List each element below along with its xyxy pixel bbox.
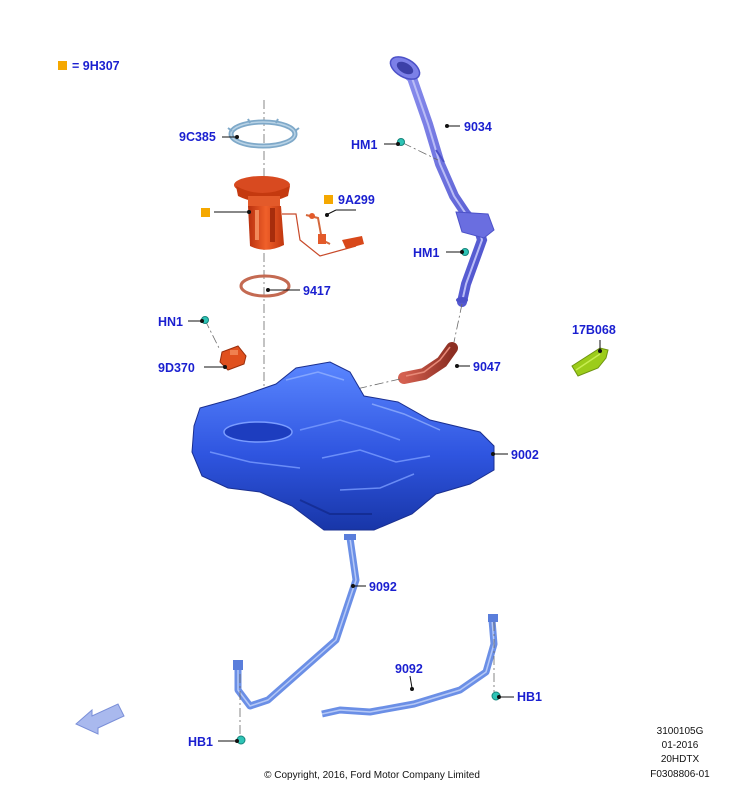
callout-hm1-bottom: HM1: [413, 246, 439, 260]
hm1-top-axis-line: [402, 142, 439, 161]
tank-strap-right-part: [321, 614, 498, 718]
filler-hose-part: [398, 342, 458, 384]
callout-9d370: 9D370: [158, 361, 195, 375]
doc-code-3: 20HDTX: [661, 754, 700, 765]
callout-9092-right: 9092: [395, 662, 423, 676]
copyright-text: © Copyright, 2016, Ford Motor Company Li…: [264, 770, 480, 781]
pump-module-marker: [201, 208, 210, 217]
callout-hb1-left: HB1: [188, 735, 213, 749]
fuel-level-sender-part: [282, 213, 364, 257]
lock-ring-part: [227, 118, 300, 149]
callout-9002: 9002: [511, 448, 539, 462]
direction-arrow-icon: [75, 703, 125, 735]
callout-9092-left: 9092: [369, 580, 397, 594]
doc-code-1: 3100105G: [657, 726, 704, 737]
callout-hn1: HN1: [158, 315, 183, 329]
callout-9047: 9047: [473, 360, 501, 374]
legend-marker: [58, 61, 67, 70]
seal-ring-part: [239, 274, 291, 298]
callout-9417: 9417: [303, 284, 331, 298]
callout-9c385: 9C385: [179, 130, 216, 144]
fuel-tank-part: [191, 361, 495, 531]
tank-strap-left-part: [233, 534, 360, 710]
fuel-pump-module-part: [234, 176, 290, 250]
pipe-to-hose-line: [453, 303, 463, 343]
callout-hm1-top: HM1: [351, 138, 377, 152]
callout-hb1-right: HB1: [517, 690, 542, 704]
callout-17b068: 17B068: [572, 323, 616, 337]
legend-text: = 9H307: [72, 59, 120, 73]
hn1-axis-line: [204, 319, 221, 351]
doc-code-4: F0308806-01: [650, 769, 710, 780]
callout-9a299: 9A299: [338, 193, 375, 207]
electrical-connector-part: [219, 345, 247, 371]
doc-code-2: 01-2016: [662, 740, 699, 751]
heat-shield-bracket-part: [571, 347, 609, 377]
callout-9034: 9034: [464, 120, 492, 134]
filler-pipe-part: [389, 56, 495, 307]
sender-marker: [324, 195, 333, 204]
